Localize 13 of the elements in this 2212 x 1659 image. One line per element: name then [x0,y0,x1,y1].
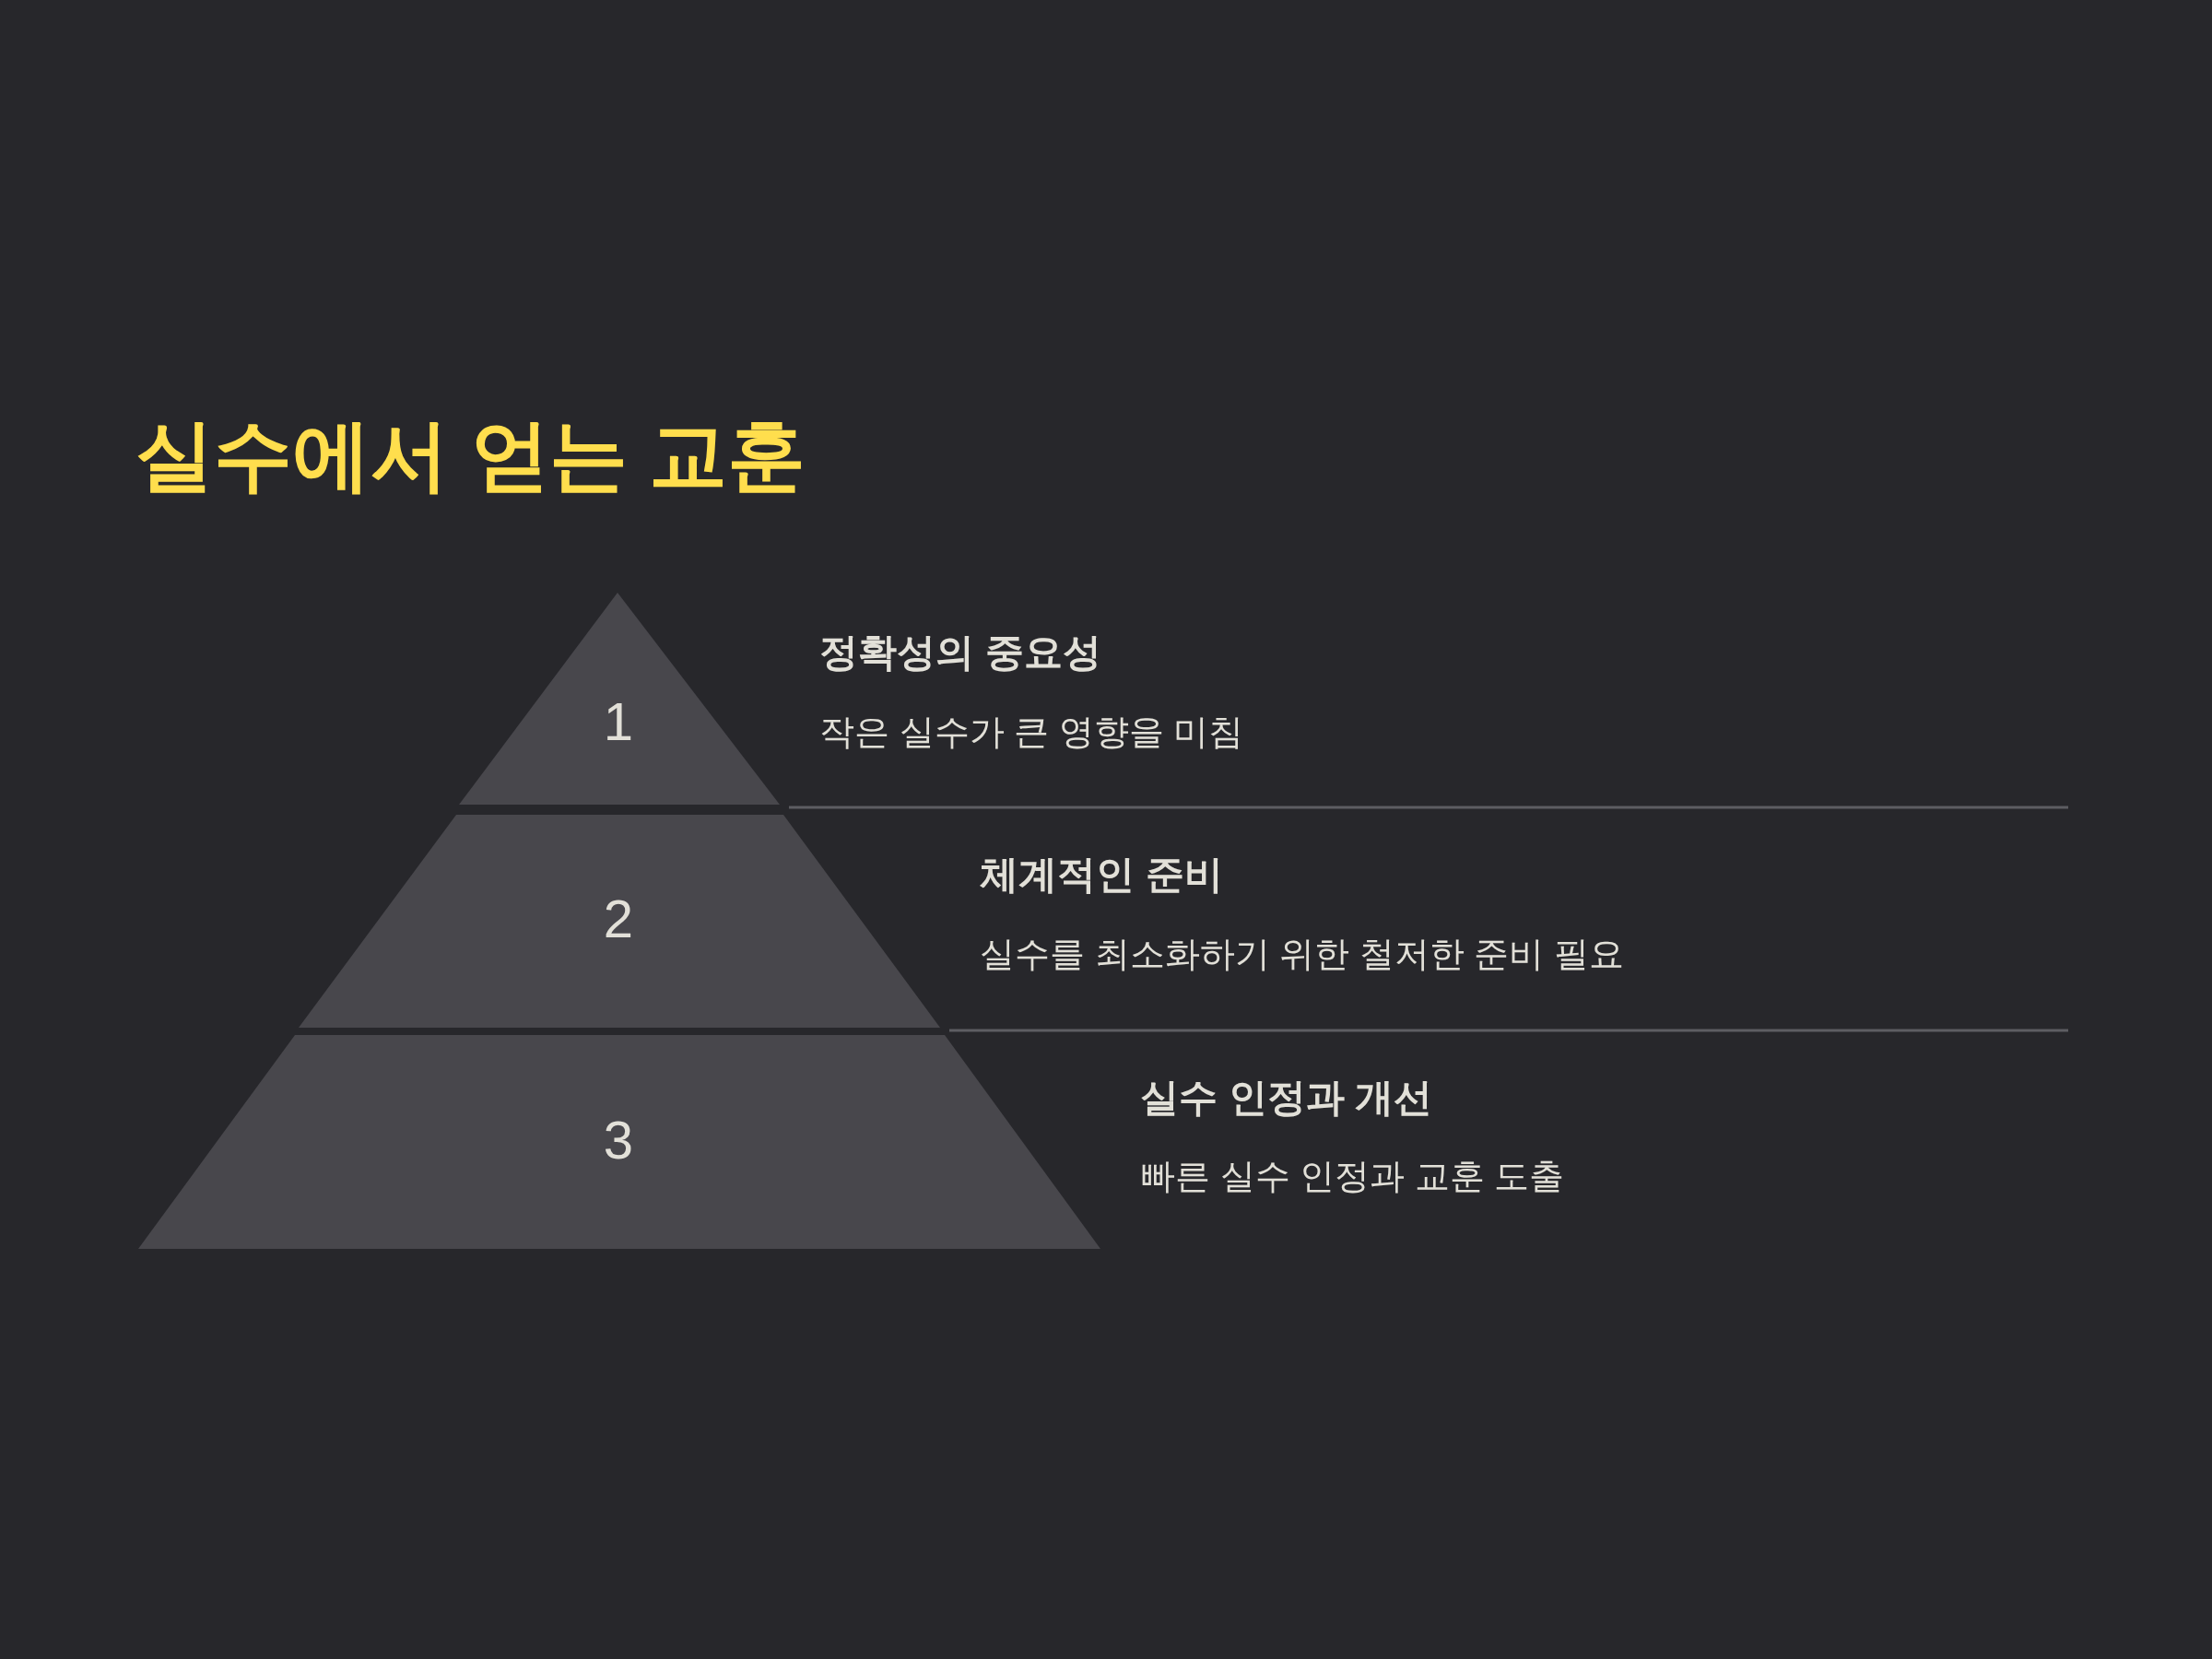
tier-heading: 체계적인 준비 [980,851,1223,898]
tier-description: 실수를 최소화하기 위한 철저한 준비 필요 [980,934,1624,976]
tier-number: 2 [603,892,634,946]
tier-description: 빠른 실수 인정과 교훈 도출 [1140,1156,1565,1198]
pyramid-tier [459,593,780,805]
pyramid-tier [138,1035,1100,1249]
title: 실수에서 얻는 교훈 [135,410,806,500]
tier-heading: 실수 인정과 개선 [1140,1074,1433,1121]
tier-number: 1 [603,695,634,748]
tier-heading: 정확성의 중요성 [819,629,1101,676]
tier-number: 3 [603,1113,634,1167]
tier-description: 작은 실수가 큰 영향을 미침 [819,712,1244,754]
pyramid-tier [299,815,940,1028]
